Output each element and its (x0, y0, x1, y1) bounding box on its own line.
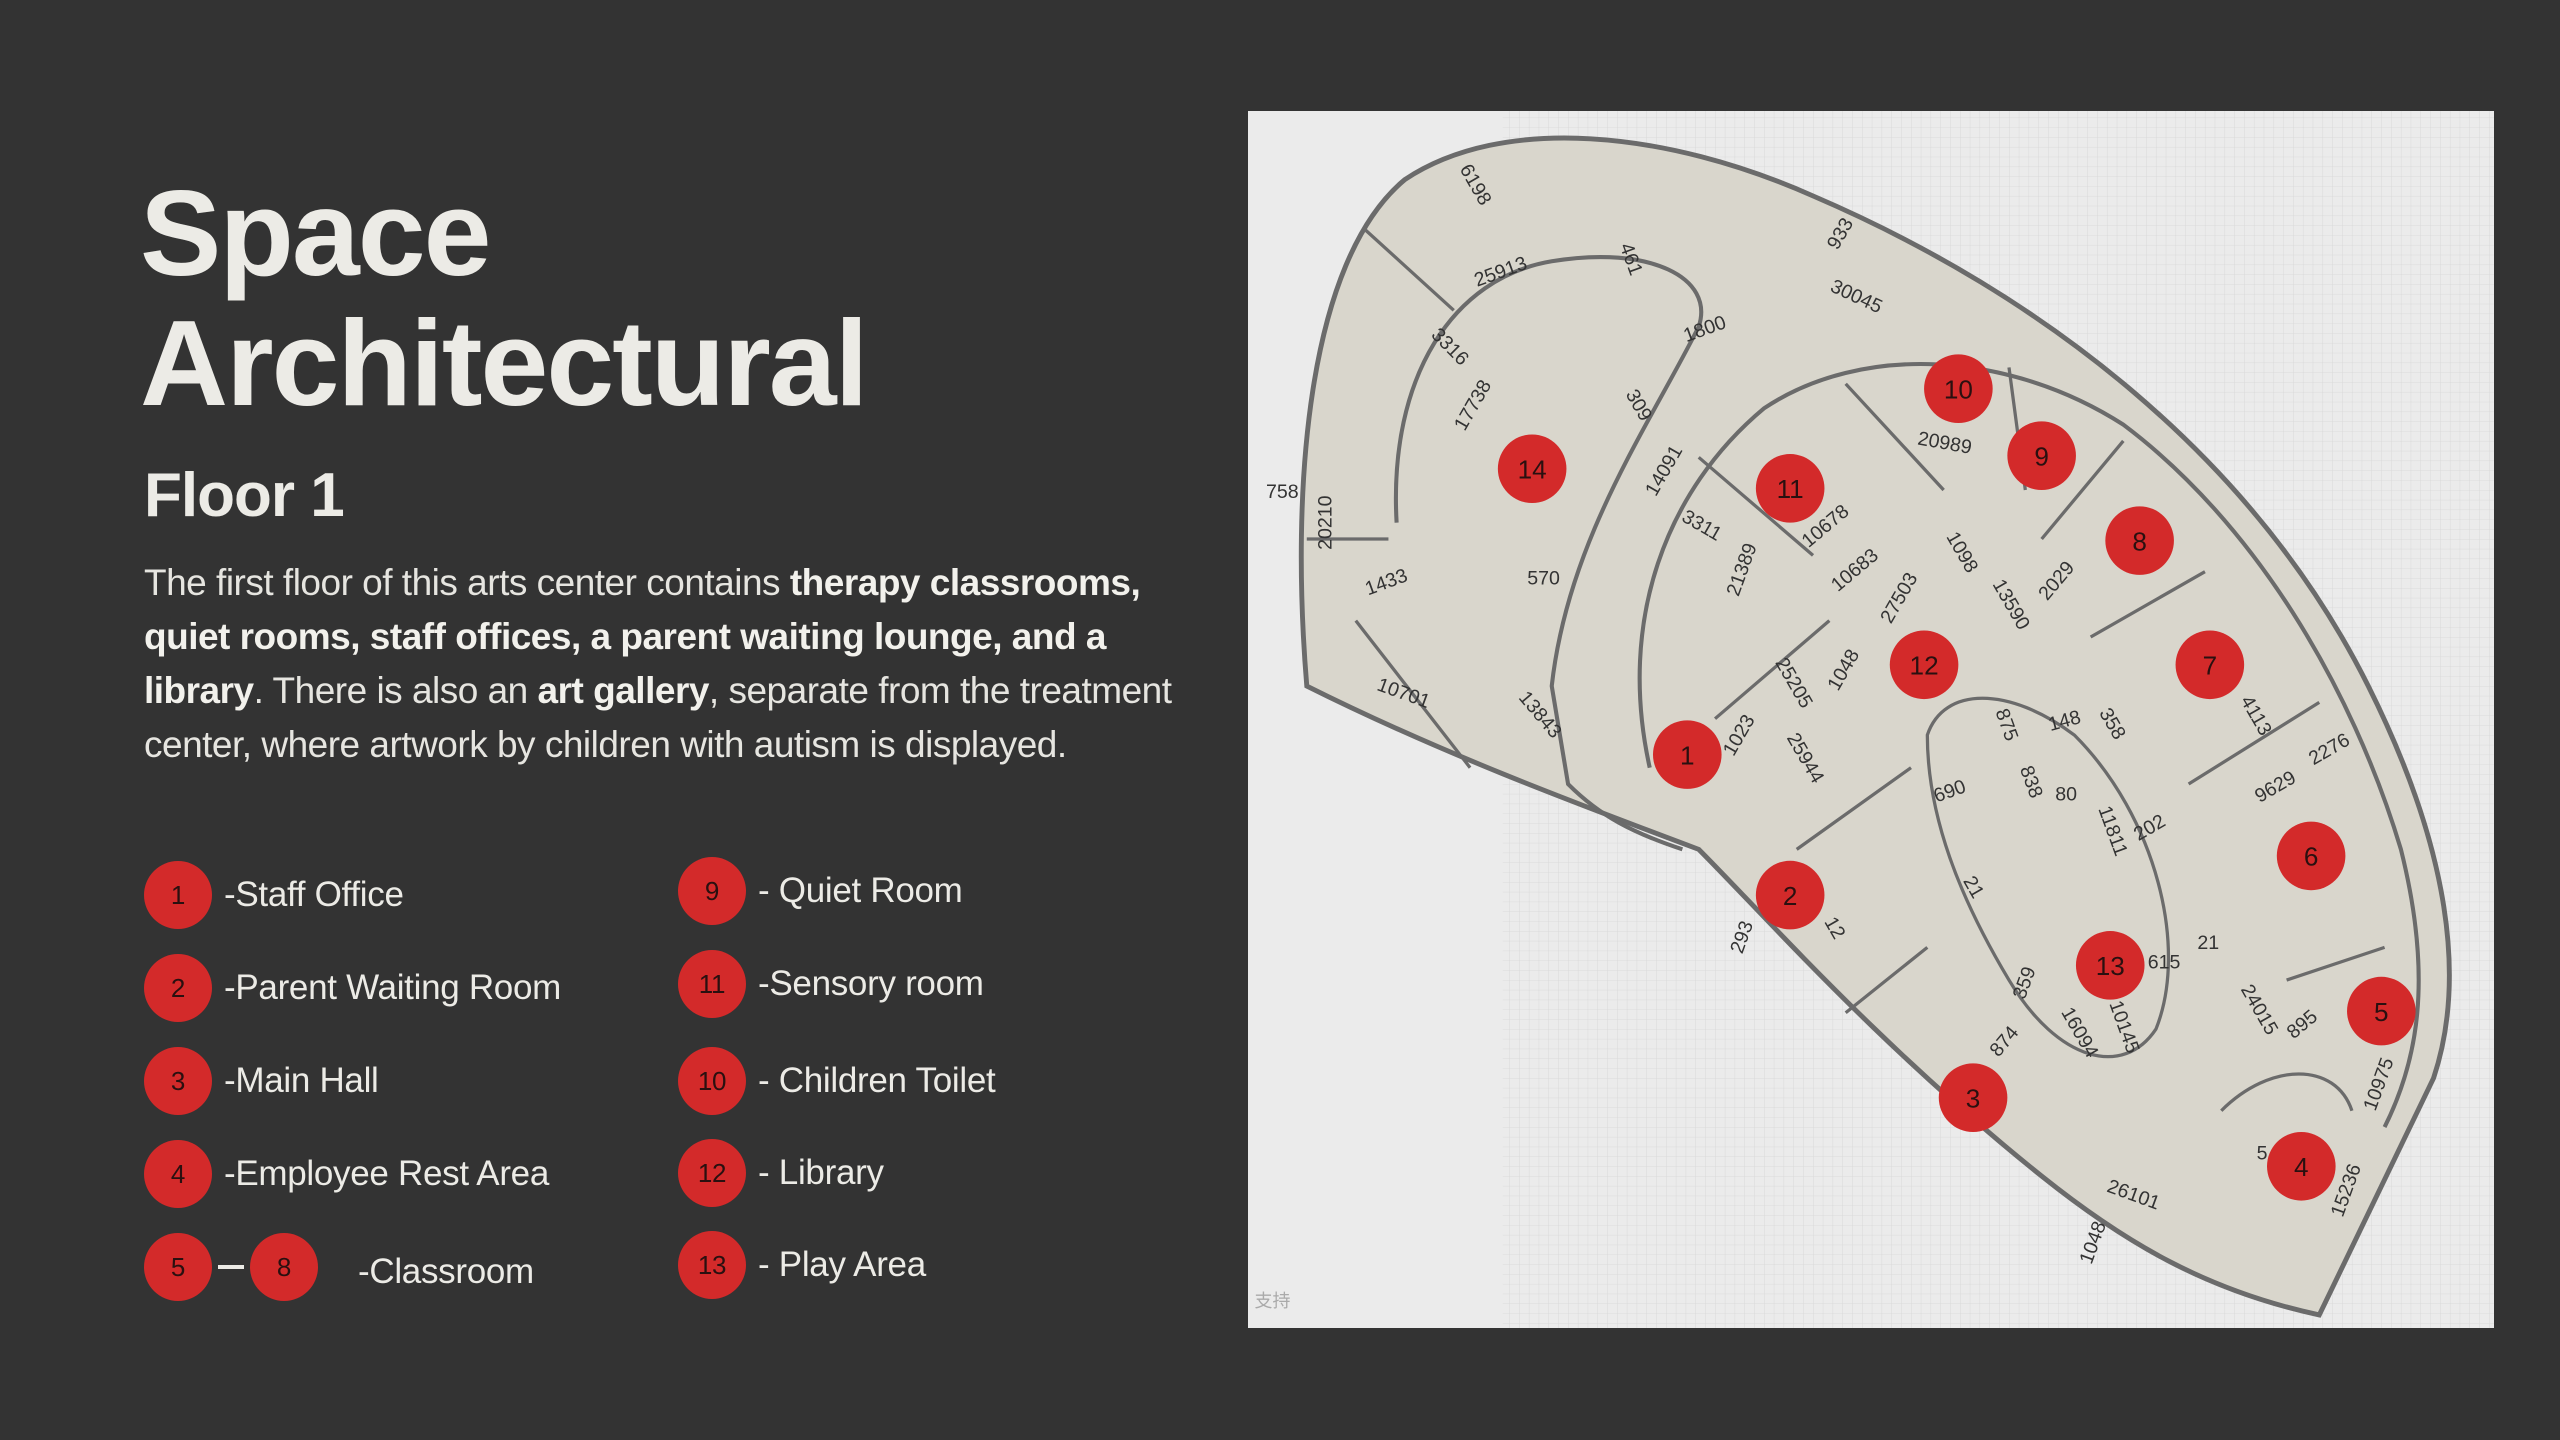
legend-label: -Employee Rest Area (224, 1154, 550, 1193)
room-marker-label: 11 (1777, 474, 1804, 504)
legend-label: -Parent Waiting Room (224, 968, 561, 1007)
room-marker: 1 (1652, 720, 1722, 789)
dimension-label: 20210 (1314, 495, 1336, 550)
room-marker-label: 14 (1518, 455, 1547, 485)
room-marker: 8 (2105, 506, 2174, 575)
room-marker: 5 (2347, 976, 2416, 1046)
legend-item: 13 - Play Area (678, 1231, 926, 1299)
legend-marker: 3 (144, 1047, 212, 1115)
inner-wall (1925, 696, 2171, 1059)
legend-item: 12 - Library (678, 1139, 884, 1207)
legend-marker: 9 (678, 857, 746, 925)
legend-item: 9 - Quiet Room (678, 857, 963, 925)
room-marker-circle (2175, 630, 2245, 700)
legend-item: 2 -Parent Waiting Room (144, 954, 561, 1022)
description: The first floor of this arts center cont… (144, 556, 1229, 772)
legend-marker: 4 (144, 1140, 212, 1208)
room-marker-label: 10 (1944, 375, 1973, 405)
legend-marker: 12 (678, 1139, 746, 1207)
room-marker-circle (2267, 1131, 2336, 1201)
room-marker-label: 3 (1966, 1083, 1981, 1113)
room-marker-label: 1 (1680, 740, 1695, 770)
legend-label: - Children Toilet (758, 1061, 996, 1100)
desc-text: . There is also an (253, 670, 538, 711)
legend-label: -Classroom (358, 1252, 534, 1291)
legend-item: 11 -Sensory room (678, 950, 984, 1018)
building-outline (1298, 135, 2452, 1318)
legend-label: - Quiet Room (758, 871, 963, 910)
room-marker-circle (2105, 506, 2174, 575)
legend-item: 10 - Children Toilet (678, 1047, 996, 1115)
room-marker-label: 4 (2294, 1152, 2309, 1182)
legend-label: -Sensory room (758, 964, 984, 1003)
room-marker-circle (2276, 821, 2346, 891)
watermark: 支持 (1255, 1291, 1291, 1311)
room-marker: 12 (1889, 630, 1959, 700)
room-marker: 6 (2276, 821, 2346, 891)
room-marker: 7 (2175, 630, 2245, 700)
room-marker: 13 (2075, 931, 2145, 1000)
dimension-label: 570 (1527, 568, 1560, 590)
room-marker: 2 (1755, 860, 1825, 930)
floor-subtitle: Floor 1 (144, 461, 345, 530)
room-marker: 3 (1938, 1063, 2008, 1132)
page-title-line1: Space (140, 165, 491, 301)
dimension-label: 615 (2148, 952, 2181, 974)
legend-marker: 1 (144, 861, 212, 929)
inner-wall (1637, 362, 2421, 1128)
legend-item: 1 -Staff Office (144, 861, 404, 929)
desc-text: , separate from the treatment center, wh… (144, 670, 1172, 765)
room-marker-label: 12 (1910, 651, 1939, 681)
range-dash (218, 1265, 244, 1269)
inner-wall (1393, 255, 1704, 852)
room-marker: 9 (2007, 421, 2076, 490)
room-marker-label: 9 (2034, 441, 2049, 471)
page-title-line2: Architectural (140, 295, 869, 431)
legend-marker: 13 (678, 1231, 746, 1299)
room-marker-circle (1755, 454, 1825, 523)
legend-label: -Staff Office (224, 875, 404, 914)
room-marker-label: 13 (2096, 951, 2125, 981)
legend-marker: 11 (678, 950, 746, 1018)
room-marker-label: 2 (1783, 881, 1798, 911)
desc-text: The first floor of this arts center cont… (144, 562, 790, 603)
room-marker-circle (1755, 860, 1825, 930)
legend-marker: 5 (144, 1233, 212, 1301)
room-marker-circle (1889, 630, 1959, 700)
room-marker: 4 (2267, 1131, 2336, 1201)
room-marker-label: 6 (2304, 842, 2319, 872)
dimension-label: 5 (2257, 1143, 2268, 1165)
room-marker-circle (2007, 421, 2076, 490)
desc-bold: art gallery (537, 670, 710, 711)
room-divider (1306, 227, 2386, 1112)
dimension-label: 21 (2197, 932, 2219, 954)
desc-bold: therapy classrooms, quiet rooms, staff o… (144, 562, 1141, 711)
room-marker-circle (2347, 976, 2416, 1046)
room-marker-circle (2075, 931, 2145, 1000)
room-marker-label: 7 (2203, 651, 2218, 681)
room-marker-circle (1924, 354, 1993, 424)
room-marker-label: 8 (2132, 526, 2147, 556)
legend-marker: 8 (250, 1233, 318, 1301)
room-marker: 10 (1924, 354, 1993, 424)
legend-label: - Library (758, 1153, 884, 1192)
legend-label: -Main Hall (224, 1061, 379, 1100)
legend-item: 4 -Employee Rest Area (144, 1140, 549, 1208)
dimension-label: 80 (2055, 783, 2077, 805)
room-marker: 11 (1755, 454, 1825, 523)
legend-item: 3 -Main Hall (144, 1047, 379, 1115)
room-marker: 14 (1497, 434, 1567, 504)
room-marker-circle (1652, 720, 1722, 789)
room-marker-circle (1497, 434, 1567, 504)
legend-label: - Play Area (758, 1245, 926, 1284)
room-marker-circle (1938, 1063, 2008, 1132)
room-marker-label: 5 (2374, 997, 2389, 1027)
legend-marker: 10 (678, 1047, 746, 1115)
legend-marker: 2 (144, 954, 212, 1022)
dimension-label: 758 (1266, 481, 1299, 503)
